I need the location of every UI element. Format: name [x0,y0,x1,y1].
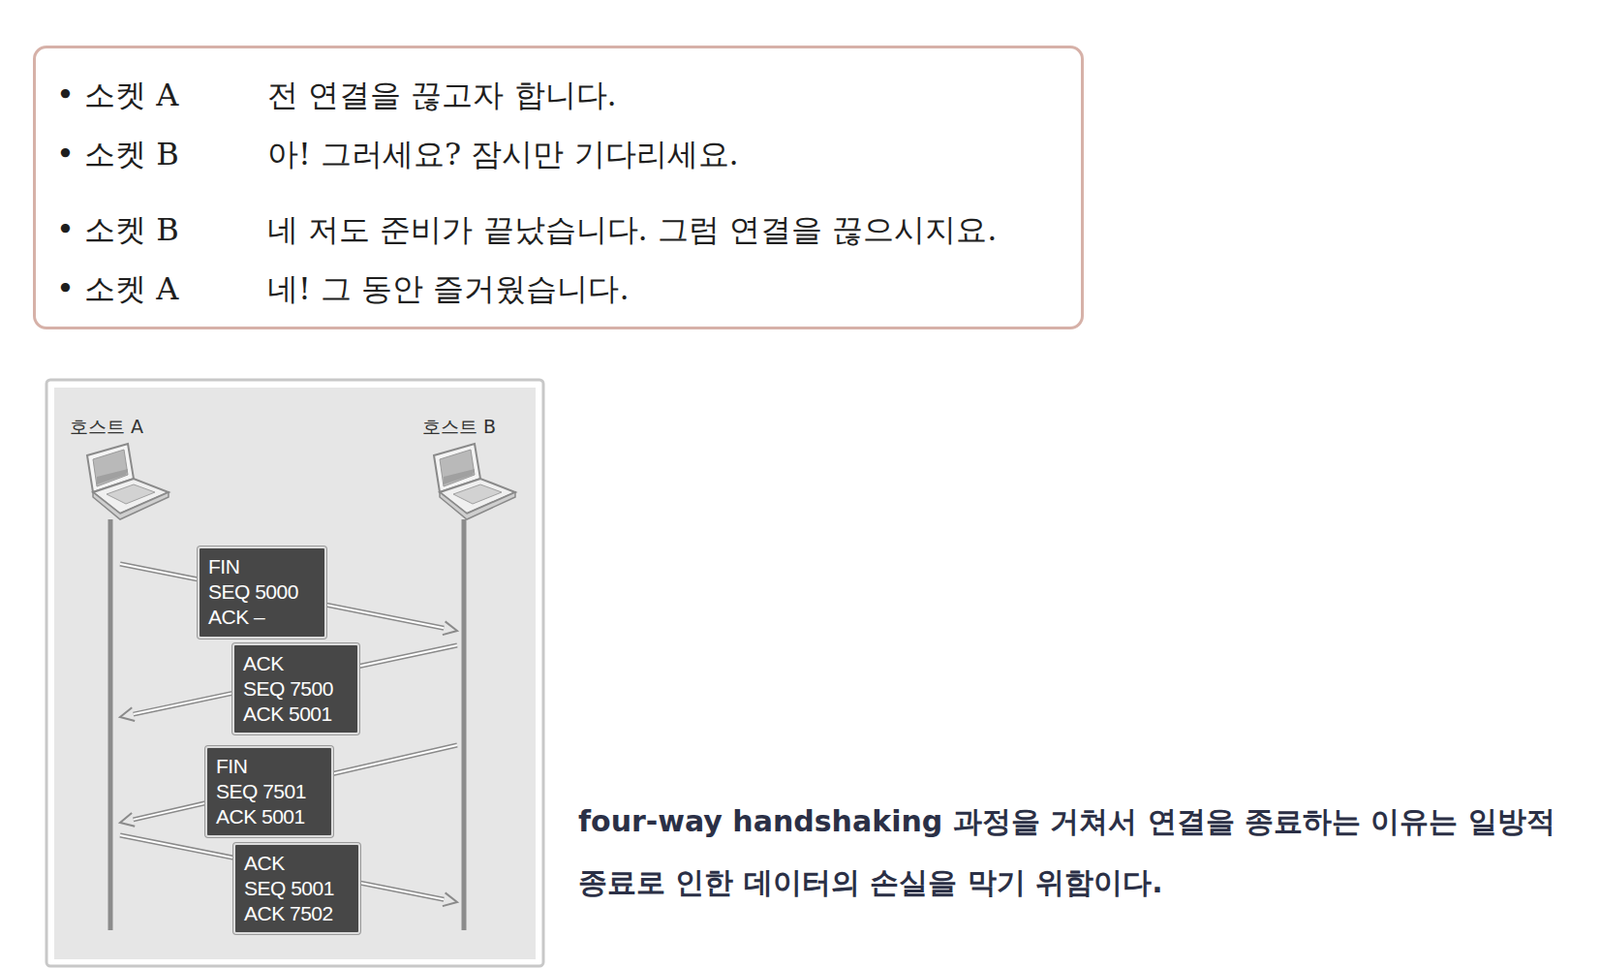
packet-field: SEQ 5001 [244,875,351,901]
packet-field: ACK 5001 [215,803,324,830]
speaker-label: • 소켓 B [56,210,180,249]
packet-box: ACKSEQ 7500ACK 5001 [232,643,360,735]
caption: four-way handshaking 과정을 거쳐서 연결을 종료하는 이유… [578,790,1586,913]
lifeline [461,519,467,930]
packet-field: FIN [215,753,324,779]
packet-box: FINSEQ 7501ACK 5001 [205,745,334,837]
dialog-box: • 소켓 A 전 연결을 끊고자 합니다. • 소켓 B 아! 그러세요? 잠시만 기… [32,45,1084,330]
speaker-label: • 소켓 B [56,134,180,174]
packet-field: ACK 7502 [244,900,351,926]
laptop-icon [87,443,169,520]
dialog-line: 네! 그 동안 즐거웠습니다. [267,269,630,308]
packet-field: SEQ 5000 [208,579,317,605]
packet-field: ACK [243,650,350,677]
packet-field: ACK 5001 [243,701,350,727]
dialog-line: 아! 그러세요? 잠시만 기다리세요. [267,134,739,174]
packet-field: SEQ 7501 [215,778,324,804]
packet-field: FIN [208,553,317,580]
packet-field: ACK [244,850,351,876]
speaker-label: • 소켓 A [56,75,179,115]
host-label: 호스트 B [422,414,496,438]
panel-ground [54,387,536,959]
host-label: 호스트 A [69,414,144,438]
lifeline [108,519,114,930]
dialog-line: 전 연결을 끊고자 합니다. [267,75,617,115]
packet-box: FINSEQ 5000ACK – [197,546,327,639]
packet-field: ACK – [208,604,317,630]
packet-field: SEQ 7500 [243,676,350,702]
dialog-line: 네 저도 준비가 끝났습니다. 그럼 연결을 끊으시지요. [267,210,997,249]
speaker-label: • 소켓 A [56,269,179,308]
panel-border [46,379,544,966]
packet-box: ACKSEQ 5001ACK 7502 [233,842,361,934]
laptop-icon [433,443,516,520]
